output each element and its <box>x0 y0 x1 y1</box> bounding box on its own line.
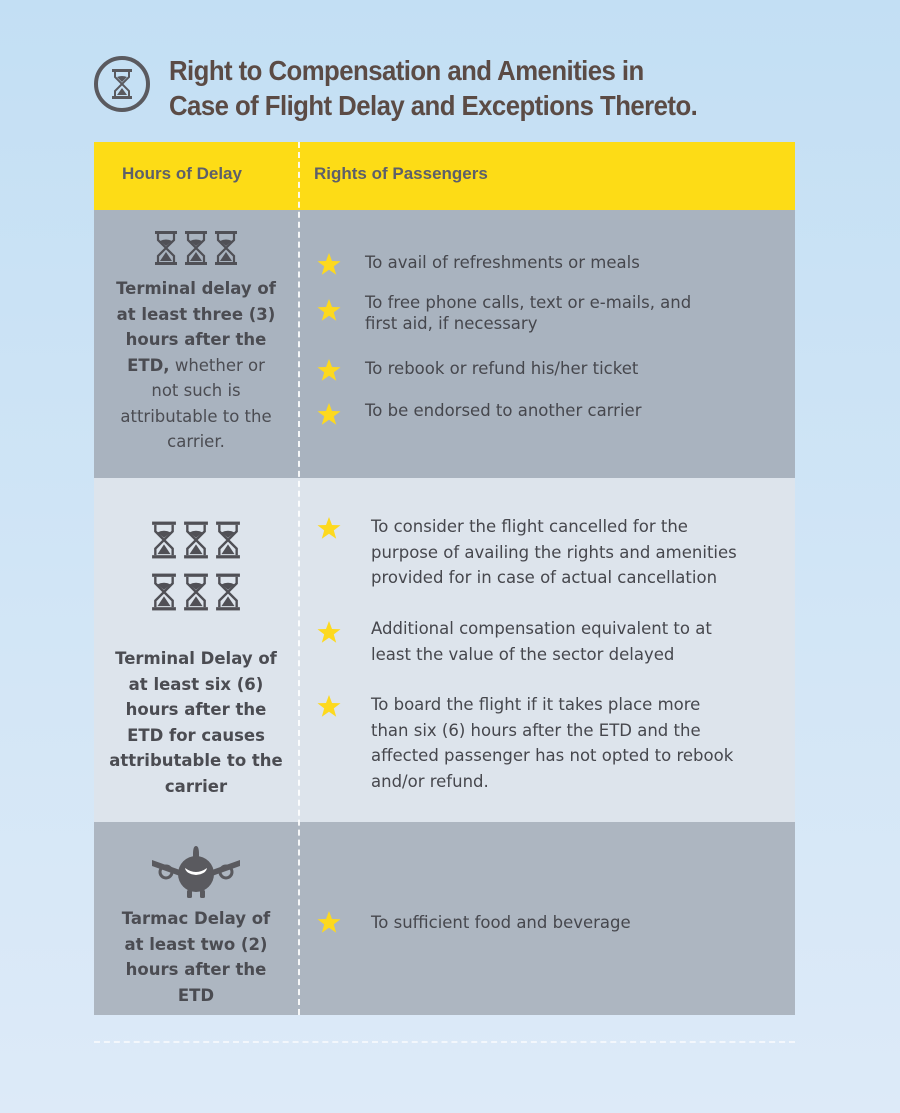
right-text: To board the flight if it takes place mo… <box>371 695 734 791</box>
delay-description: Terminal delay of at least three (3) hou… <box>116 279 276 451</box>
right-text: To be endorsed to another carrier <box>365 401 642 420</box>
column-divider <box>298 142 300 1015</box>
hourglass-icon <box>184 573 208 611</box>
bottom-dashed-divider <box>94 1041 795 1043</box>
star-icon <box>317 621 341 643</box>
right-text: Additional compensation equivalent to at… <box>371 619 712 664</box>
title-line-1: Right to Compensation and Amenities in <box>169 55 644 86</box>
right-text: To free phone calls, text or e-mails, an… <box>365 293 692 333</box>
table-header: Hours of Delay Rights of Passengers <box>94 142 795 210</box>
right-text: To sufficient food and beverage <box>371 913 631 932</box>
header-hours-of-delay: Hours of Delay <box>122 164 242 183</box>
hourglass-group <box>94 230 298 266</box>
hourglass-icon <box>155 231 177 265</box>
right-text: To avail of refreshments or meals <box>365 253 640 272</box>
star-icon <box>317 359 341 381</box>
delay-rights-table: Hours of Delay Rights of Passengers Term… <box>94 142 795 1015</box>
hourglass-circle-icon <box>94 56 150 112</box>
table-row: Terminal Delay of at least six (6) hours… <box>94 478 795 822</box>
header-rights-of-passengers: Rights of Passengers <box>314 164 488 183</box>
title-line-2: Case of Flight Delay and Exceptions Ther… <box>169 90 698 121</box>
hourglass-group <box>94 520 298 560</box>
hourglass-icon <box>152 573 176 611</box>
hourglass-icon <box>216 521 240 559</box>
star-icon <box>317 695 341 717</box>
star-icon <box>317 911 341 933</box>
delay-description: Tarmac Delay of at least two (2) hours a… <box>121 909 271 1005</box>
hourglass-icon <box>184 521 208 559</box>
delay-cell: Terminal delay of at least three (3) hou… <box>94 230 298 455</box>
star-icon <box>317 403 341 425</box>
right-text: To rebook or refund his/her ticket <box>365 359 639 378</box>
table-row: Tarmac Delay of at least two (2) hours a… <box>94 822 795 1015</box>
star-icon <box>317 299 341 321</box>
hourglass-icon <box>152 521 176 559</box>
hourglass-icon <box>185 231 207 265</box>
airplane-front-icon <box>152 846 240 898</box>
star-icon <box>317 517 341 539</box>
hourglass-group <box>94 572 298 612</box>
star-icon <box>317 253 341 275</box>
delay-description: Terminal Delay of at least six (6) hours… <box>109 649 283 796</box>
hourglass-icon <box>215 231 237 265</box>
table-row: Terminal delay of at least three (3) hou… <box>94 210 795 478</box>
page-title: Right to Compensation and Amenities in C… <box>169 53 698 123</box>
page-title-block: Right to Compensation and Amenities in C… <box>93 53 813 123</box>
hourglass-icon <box>216 573 240 611</box>
delay-cell: Tarmac Delay of at least two (2) hours a… <box>94 844 298 1008</box>
right-text: To consider the flight cancelled for the… <box>371 517 737 587</box>
delay-cell: Terminal Delay of at least six (6) hours… <box>94 520 298 799</box>
